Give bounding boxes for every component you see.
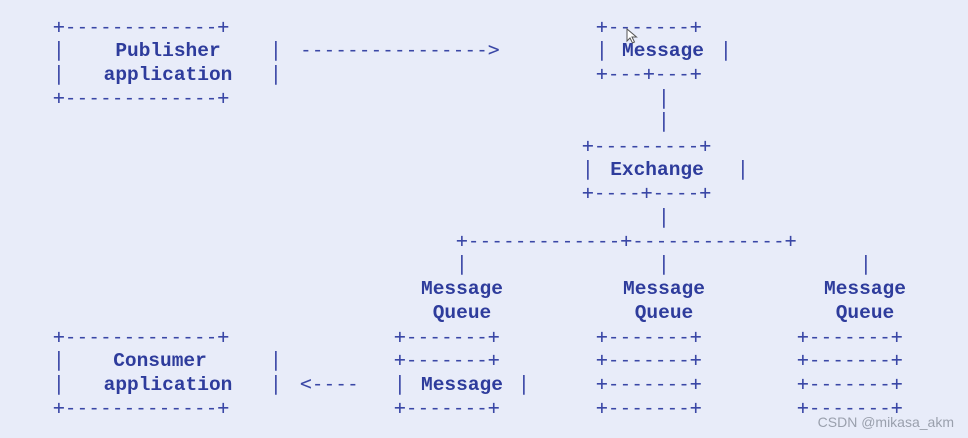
consumer-box-right-edge: | (270, 348, 282, 371)
queue-2-label-line1: Message (623, 278, 705, 300)
queue-2-slot-1: +-------+ (596, 325, 702, 348)
message-top-box-bottom-border: +---+---+ (596, 62, 702, 85)
consumer-label-line1: Consumer (113, 350, 207, 372)
exchange-box-right-edge: | (737, 157, 749, 180)
queue-2: Message Queue +-------+ +-------+ +-----… (596, 278, 705, 419)
exchange-box-bottom-border: +----+----+ (582, 181, 711, 204)
message-exchange-connector-1: | (658, 86, 670, 109)
queue-1-slot-3: +-------+ (394, 396, 500, 419)
consumer-box-top-border: +-------------+ (53, 325, 229, 348)
queue-3-slot-3: +-------+ (797, 372, 903, 395)
message-top-label: Message (622, 40, 704, 62)
queue-2-slot-3: +-------+ (596, 372, 702, 395)
queue-2-slot-4: +-------+ (596, 396, 702, 419)
queue-drop-1: | (456, 252, 468, 275)
message-top-box-left-edge: | (596, 38, 608, 61)
consumer-box: +-------------+ | | | | Consumer applica… (53, 325, 282, 419)
publisher-box-left-edge-2: | (53, 62, 65, 85)
exchange-box-top-border: +---------+ (582, 134, 711, 157)
exchange-fanout-connector: | (658, 205, 670, 228)
watermark: CSDN @mikasa_akm (817, 414, 954, 430)
publisher-box-right-edge: | (270, 38, 282, 61)
queue-drop-2: | (658, 252, 670, 275)
queue-1-message-right-edge: | (518, 372, 530, 395)
publisher-box: +-------------+ | | | | Publisher applic… (53, 15, 282, 109)
consumer-box-left-edge-2: | (53, 372, 65, 395)
queue-2-slot-2: +-------+ (596, 348, 702, 371)
publisher-box-right-edge-2: | (270, 62, 282, 85)
fanout-line: +-------------+-------------+ (456, 229, 796, 252)
queue-3-slot-1: +-------+ (797, 325, 903, 348)
queue-drop-3: | (860, 252, 872, 275)
queue-1-label-line2: Queue (433, 302, 492, 324)
queue-3: Message Queue +-------+ +-------+ +-----… (797, 278, 906, 419)
queue-3-label-line2: Queue (836, 302, 895, 324)
consumer-box-left-edge: | (53, 348, 65, 371)
message-bottom-label: Message (421, 374, 503, 396)
queue-1-slot-1: +-------+ (394, 325, 500, 348)
publisher-box-top-border: +-------------+ (53, 15, 229, 38)
consumer-label-line2: application (104, 374, 233, 396)
mouse-pointer-icon (626, 28, 638, 44)
consumer-box-right-edge-2: | (270, 372, 282, 395)
message-exchange-connector-2: | (658, 109, 670, 132)
queue-1-message-left-edge: | (394, 372, 406, 395)
queue-1-slot-2: +-------+ (394, 348, 500, 371)
queue-2-label-line2: Queue (635, 302, 694, 324)
publisher-label-line1: Publisher (115, 40, 220, 62)
consumer-box-bottom-border: +-------------+ (53, 396, 229, 419)
publish-arrow: ----------------> (300, 38, 500, 61)
message-top-box-right-edge: | (720, 38, 732, 61)
exchange-label: Exchange (610, 159, 704, 181)
queue-3-slot-4: +-------+ (797, 396, 903, 419)
publisher-label-line2: application (104, 64, 233, 86)
queue-1: Message Queue +-------+ +-------+ | Mess… (394, 278, 530, 419)
publisher-box-left-edge: | (53, 38, 65, 61)
exchange-box-left-edge: | (582, 157, 594, 180)
message-top-box-top-border: +-------+ (596, 15, 702, 38)
message-top-box: +-------+ | Message | +---+---+ (596, 15, 732, 85)
queue-3-label-line1: Message (824, 278, 906, 300)
publisher-box-bottom-border: +-------------+ (53, 86, 229, 109)
queue-1-label-line1: Message (421, 278, 503, 300)
exchange-box: +---------+ | Exchange | +----+----+ (582, 134, 749, 204)
consume-arrow: <---- (300, 372, 359, 395)
queue-3-slot-2: +-------+ (797, 348, 903, 371)
